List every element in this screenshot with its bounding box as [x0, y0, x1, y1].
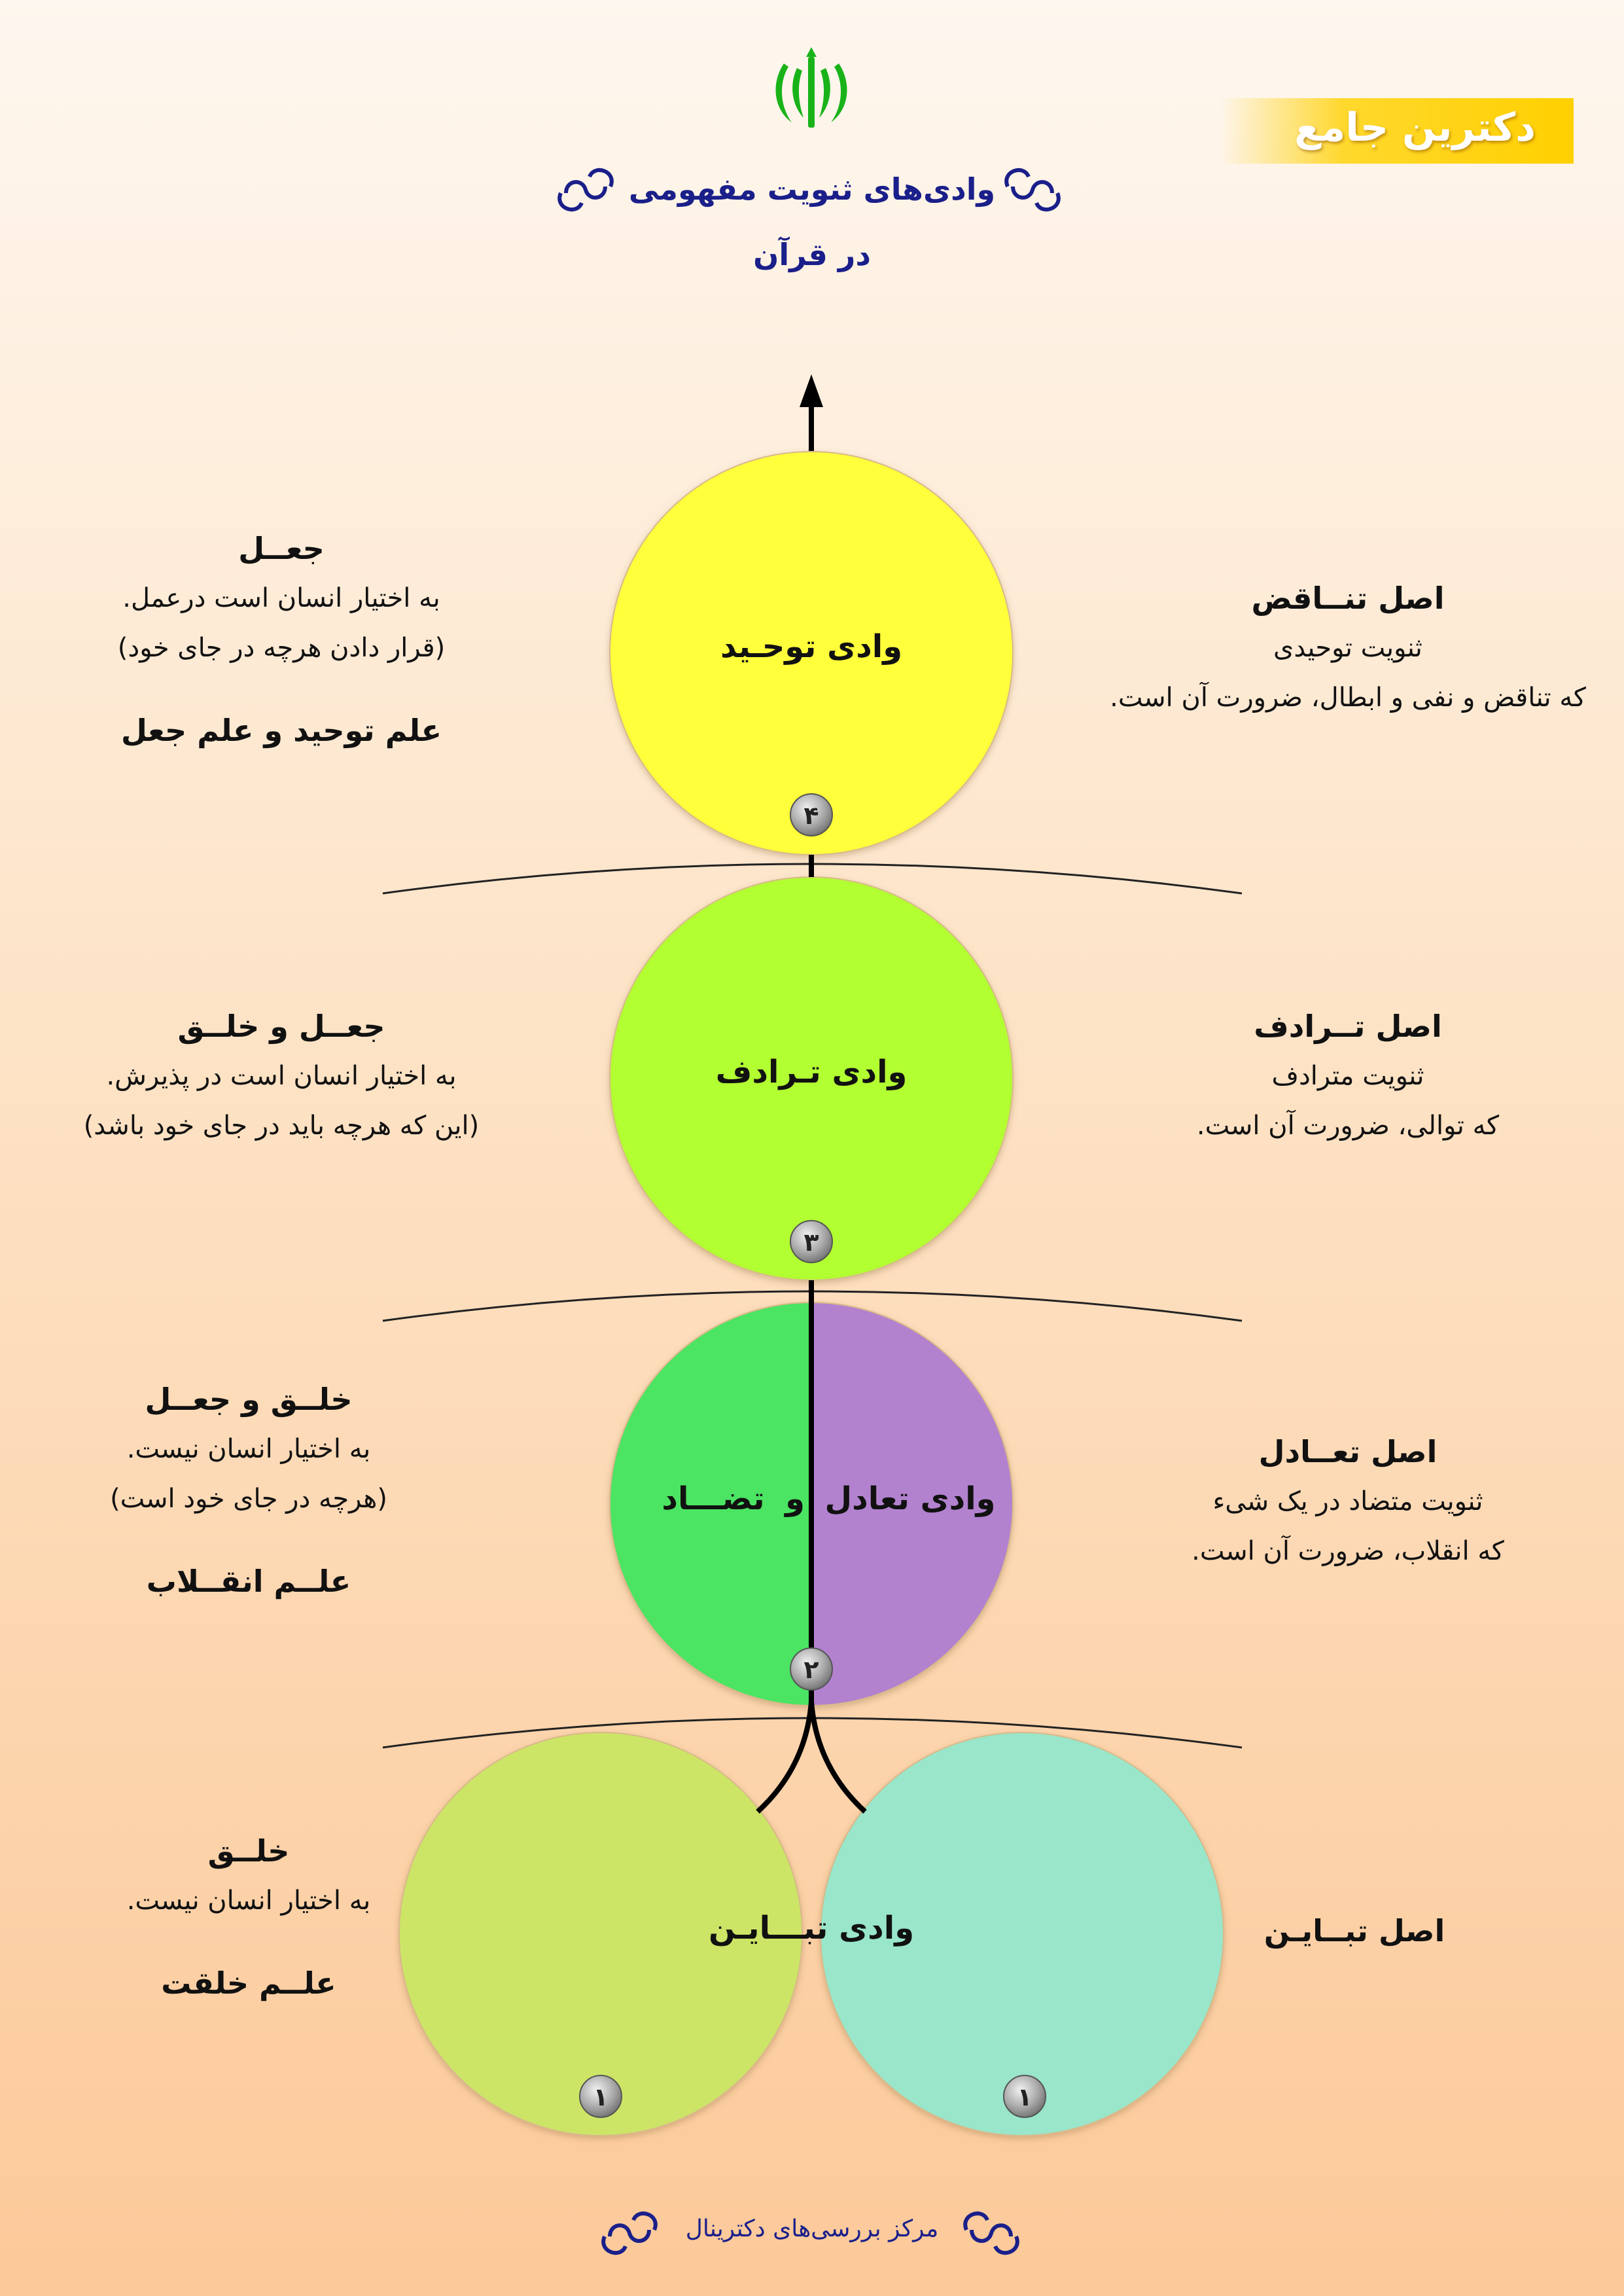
- page-title: وادی‌های ثنویت مفهومی: [628, 171, 996, 207]
- fork-line: [756, 1701, 814, 1814]
- left-tail-level2: علــم انقــلاب: [146, 1564, 351, 1599]
- badge-3: ۳: [790, 1220, 833, 1263]
- circle-tabayon-label: وادی تبـــایـن: [708, 1910, 915, 1946]
- brand-label: دکترین جامع: [1294, 105, 1536, 151]
- arrow-head-icon: [800, 374, 823, 407]
- left-text-level3: جعــل و خلــق به اختیار انسان است در پذی…: [26, 1001, 537, 1151]
- left-line: (قرار دادن هرچه در جای خود): [117, 633, 446, 663]
- badge-4: ۴: [790, 793, 833, 836]
- left-head-level4: جعــل: [238, 531, 325, 566]
- right-text-level1: اصل تبــایـن: [1217, 1906, 1492, 1956]
- emblem-icon: [775, 47, 847, 128]
- circle-tabayon-left: [398, 1732, 803, 2136]
- ornament-icon: [557, 168, 614, 211]
- fork-line: [809, 1701, 867, 1814]
- left-head-level1: خلــق: [207, 1833, 290, 1869]
- right-head-level3: اصل تــرادف: [1254, 1009, 1442, 1044]
- circle-tabayon-right: [820, 1732, 1224, 2136]
- badge-1-right: ۱: [1003, 2075, 1046, 2118]
- left-text-level2: خلــق و جعــل به اختیار انسان نیست. (هرچ…: [26, 1374, 471, 1606]
- left-text-level4: جعــل به اختیار انسان است درعمل. (قرار د…: [26, 524, 537, 755]
- circle-tazad-label: تضـــاد: [662, 1480, 765, 1517]
- right-text-level4: اصل تنــاقض ثنویت توحیدی که تناقض و نفی …: [1086, 573, 1610, 723]
- left-line: به اختیار انسان است در پذیرش.: [106, 1061, 457, 1091]
- left-tail-level1: علــم خلقت: [161, 1965, 336, 2001]
- left-line: به اختیار انسان نیست.: [126, 1886, 371, 1916]
- circle-taraduf-label: وادی تـرادف: [715, 1054, 908, 1090]
- left-head-level2: خلــق و جعــل: [145, 1382, 353, 1417]
- left-line: به اختیار انسان است درعمل.: [122, 583, 440, 613]
- right-line: ثنویت توحیدی: [1273, 633, 1422, 663]
- circle-tadol-label: وادی تعادل: [824, 1480, 996, 1517]
- left-tail-level4: علم توحید و علم جعل: [121, 713, 442, 748]
- footer-label: مرکز بررسی‌های دکترینال: [685, 2215, 939, 2242]
- right-line: که توالی، ضرورت آن است.: [1196, 1111, 1500, 1141]
- svg-text:۴: ۴: [803, 801, 819, 830]
- right-head-level1: اصل تبــایـن: [1263, 1913, 1445, 1948]
- brand-banner: دکترین جامع: [1220, 98, 1574, 164]
- ornament-icon: [963, 2212, 1019, 2255]
- right-text-level3: اصل تــرادف ثنویت مترادف که توالی، ضرورت…: [1152, 1001, 1544, 1151]
- right-head-level2: اصل تعــادل: [1258, 1434, 1438, 1469]
- circle-towhid-label: وادی توحـید: [720, 628, 903, 665]
- left-line: (هرچه در جای خود است): [110, 1484, 387, 1514]
- page-subtitle: در قرآن: [753, 237, 871, 272]
- badge-2: ۲: [790, 1647, 833, 1691]
- right-line: که انقلاب، ضرورت آن است.: [1192, 1536, 1504, 1566]
- left-line: (این که هرچه باید در جای خود باشد): [83, 1111, 480, 1141]
- badge-1-left: ۱: [579, 2075, 622, 2118]
- left-text-level1: خلــق به اختیار انسان نیست. علــم خلقت: [59, 1826, 438, 2008]
- left-line: به اختیار انسان نیست.: [126, 1434, 371, 1464]
- right-line: ثنویت مترادف: [1271, 1061, 1424, 1091]
- ornament-icon: [601, 2212, 658, 2255]
- left-head-level3: جعــل و خلــق: [177, 1009, 385, 1044]
- right-line: ثنویت متضاد در یک شیء: [1212, 1486, 1483, 1516]
- svg-text:۱: ۱: [1017, 2083, 1032, 2111]
- svg-text:۱: ۱: [593, 2083, 608, 2111]
- svg-text:۳: ۳: [803, 1228, 819, 1257]
- right-text-level2: اصل تعــادل ثنویت متضاد در یک شیء که انق…: [1152, 1427, 1544, 1576]
- ornament-icon: [1004, 168, 1061, 211]
- circle-joiner-label: و: [785, 1480, 805, 1517]
- right-head-level4: اصل تنــاقض: [1251, 581, 1445, 616]
- right-line: که تناقض و نفی و ابطال، ضرورت آن است.: [1110, 683, 1586, 713]
- svg-text:۲: ۲: [803, 1655, 819, 1684]
